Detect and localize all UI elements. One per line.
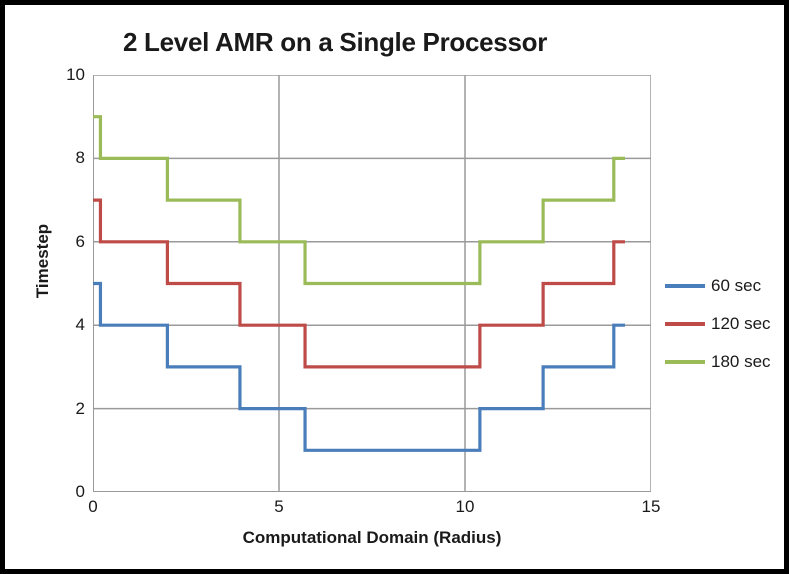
page-title: 2 Level AMR on a Single Processor	[122, 27, 548, 57]
x-tick-label: 15	[641, 497, 661, 516]
legend: 60 sec 120 sec 180 sec	[665, 267, 784, 381]
plot-svg	[93, 75, 651, 492]
legend-item[interactable]: 180 sec	[665, 343, 784, 381]
y-axis-tick-labels: 0 2 4 6 8 10	[47, 65, 85, 501]
series-line	[93, 281, 625, 452]
legend-item[interactable]: 60 sec	[665, 267, 784, 305]
legend-item[interactable]: 120 sec	[665, 305, 784, 343]
x-axis-tick-labels: 0 5 10 15	[88, 497, 660, 523]
y-axis-title: Timestep	[33, 223, 52, 299]
x-tick-label: 5	[274, 497, 284, 516]
legend-label: 60 sec	[711, 276, 762, 295]
legend-label: 180 sec	[711, 352, 771, 371]
y-tick-label: 2	[75, 398, 85, 418]
series-line	[93, 115, 625, 286]
y-tick-label: 0	[75, 482, 85, 501]
y-tick-label: 8	[75, 148, 85, 168]
legend-swatch-line-icon	[665, 284, 705, 288]
x-tick-label: 10	[455, 497, 475, 516]
y-tick-label: 10	[66, 65, 85, 84]
y-tick-label: 4	[75, 315, 85, 335]
legend-label: 120 sec	[711, 314, 771, 333]
x-tick-label: 0	[88, 497, 98, 516]
legend-swatch-line-icon	[665, 360, 705, 364]
series-line	[93, 198, 625, 369]
y-tick-label: 6	[75, 231, 85, 251]
legend-swatch-line-icon	[665, 322, 705, 326]
plot-area	[93, 75, 651, 492]
x-axis-title: Computational Domain (Radius)	[242, 528, 502, 547]
